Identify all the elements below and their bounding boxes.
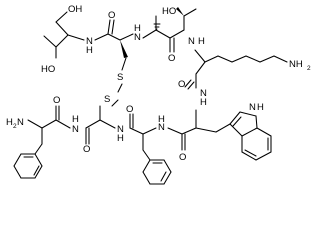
atom-nh-7: N [72,124,79,135]
phe-nterm-fragment [13,105,71,179]
atom-nh-indole: N [249,102,256,113]
atom-nh-2: N [134,32,141,43]
atom-o-5: O [126,104,133,115]
atom-ho-thr: HO [162,6,176,17]
thr-fragment [142,7,197,53]
threoninol-fragment [43,11,85,59]
atom-o-3: O [178,79,185,90]
atom-nh-6: N [117,124,124,135]
atom-h2n-h: H [6,117,13,128]
atom-h-indole: H [257,102,264,113]
disulfide-bridge [111,83,123,107]
atom-oh-top: OH [68,4,82,15]
atom-nh2-lys-sub: 2 [307,65,311,72]
atom-s-1: S [117,72,123,83]
lys-fragment [184,49,288,90]
atom-h2n-sub: 2 [13,123,17,130]
atom-h-3: H [198,36,205,47]
cys-lower-fragment [85,105,116,145]
phe-second-fragment [129,113,172,185]
atom-s-2: S [104,94,110,105]
atom-o-1: O [108,10,115,21]
atom-h-6: H [117,133,124,144]
atom-o-7: O [53,95,60,106]
atom-o-2: O [168,53,175,64]
atom-nh-5: N [158,122,165,133]
atom-h-1: H [86,45,93,56]
atom-nh-1: N [86,36,93,47]
atom-nh2-lys: NH [289,59,303,70]
atom-h-2: H [134,23,141,34]
cys-upper-fragment [94,19,134,71]
peptide-structure-diagram: OH HO N H O S N H HO O N [6,4,311,185]
atom-h2n-n: N [17,117,24,128]
atom-o-4: O [179,152,186,163]
trp-fragment [167,109,272,161]
atom-nh-4: N [200,88,207,99]
atom-h-5: H [158,114,165,125]
atom-ho-threoninol: HO [41,64,55,75]
atom-nh-3: N [188,36,195,47]
atom-h-7: H [72,114,79,125]
atom-h-4: H [200,97,207,108]
atom-o-6: O [83,144,90,155]
